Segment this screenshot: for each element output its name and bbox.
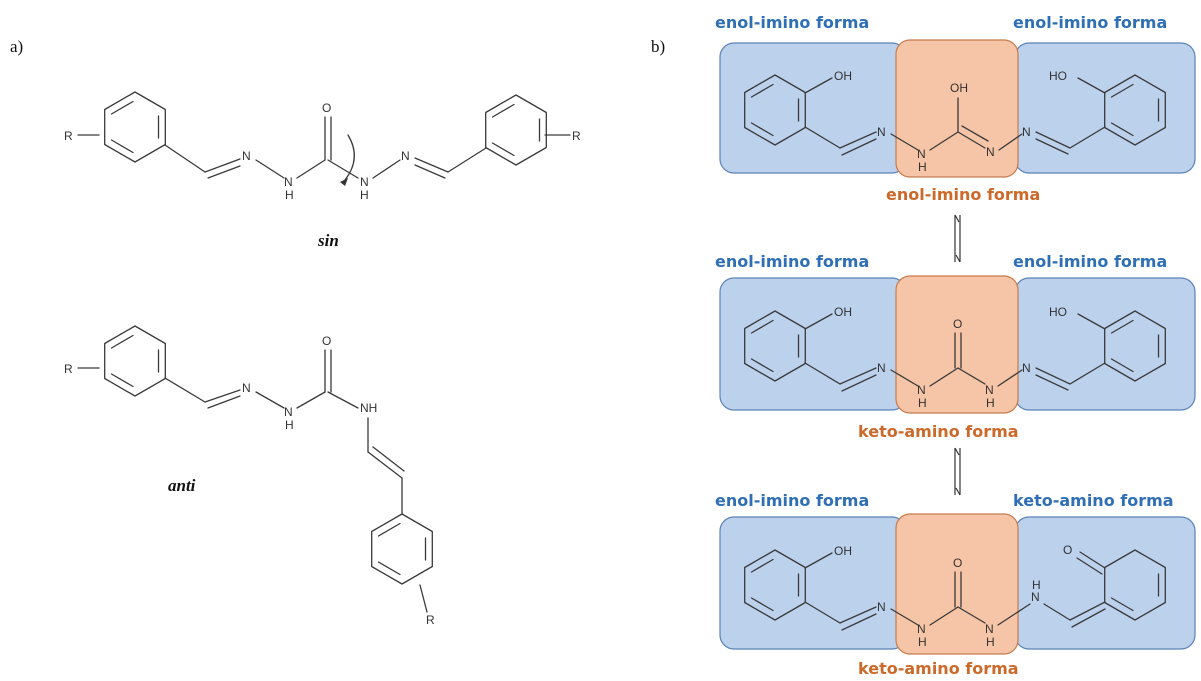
atom-o: O: [1063, 543, 1072, 557]
equilibrium-arrow-1: [954, 214, 961, 263]
atom-n: N: [917, 147, 926, 161]
atom-nh: NH: [360, 401, 377, 415]
atom-h: H: [986, 396, 995, 410]
atom-n: N: [985, 383, 994, 397]
atom-o: O: [953, 317, 962, 331]
atom-o: O: [322, 101, 331, 115]
atom-h: H: [918, 160, 927, 174]
row-2-left-box: [719, 277, 907, 411]
atom-o: O: [953, 556, 962, 570]
row-1-center-label: enol-imino forma: [886, 185, 1040, 204]
equilibrium-arrow-2: [954, 447, 961, 496]
atom-h: H: [360, 188, 369, 202]
atom-n: N: [401, 149, 410, 163]
atom-oh: OH: [834, 544, 852, 558]
atom-n: N: [877, 600, 886, 614]
row-3-center-label: keto-amino forma: [858, 659, 1019, 678]
atom-oh: OH: [834, 69, 852, 83]
row-3-left-box: [719, 516, 907, 650]
atom-r: R: [426, 613, 435, 627]
atom-h: H: [285, 188, 294, 202]
row-2: enol-imino forma enol-imino forma OH N N…: [715, 252, 1196, 441]
panel-b-label: b): [651, 37, 665, 56]
sin-label: sin: [317, 231, 339, 250]
row-3: enol-imino forma keto-amino forma OH N N…: [715, 491, 1196, 678]
row-2-center-label: keto-amino forma: [858, 422, 1019, 441]
sin-structure: R N N H O N H N R: [64, 91, 581, 202]
row-1-center-box: [895, 39, 1019, 178]
atom-n: N: [917, 622, 926, 636]
atom-n: N: [1031, 590, 1040, 604]
atom-ho: HO: [1049, 69, 1067, 83]
anti-label: anti: [168, 476, 196, 495]
atom-r: R: [572, 129, 581, 143]
atom-h: H: [1032, 578, 1041, 592]
atom-n: N: [877, 361, 886, 375]
atom-oh: OH: [950, 81, 968, 95]
row-3-left-label: enol-imino forma: [715, 491, 869, 510]
atom-oh: OH: [834, 305, 852, 319]
atom-h: H: [918, 396, 927, 410]
atom-h: H: [918, 635, 927, 649]
row-1: enol-imino forma enol-imino forma OH N N…: [715, 13, 1196, 204]
atom-n: N: [986, 145, 995, 159]
atom-n: N: [917, 383, 926, 397]
atom-n: N: [242, 381, 251, 395]
atom-n: N: [1022, 125, 1031, 139]
atom-n: N: [284, 405, 293, 419]
atom-n: N: [284, 175, 293, 189]
atom-r: R: [64, 129, 73, 143]
atom-n: N: [360, 175, 369, 189]
row-3-right-label: keto-amino forma: [1013, 491, 1174, 510]
atom-r: R: [64, 362, 73, 376]
atom-n: N: [242, 149, 251, 163]
row-2-left-label: enol-imino forma: [715, 252, 869, 271]
panel-a-label: a): [10, 37, 23, 56]
row-1-left-label: enol-imino forma: [715, 13, 869, 32]
row-2-right-label: enol-imino forma: [1013, 252, 1167, 271]
atom-ho: HO: [1049, 305, 1067, 319]
anti-structure: R N N H O NH R: [64, 325, 435, 627]
atom-n: N: [877, 125, 886, 139]
atom-n: N: [985, 622, 994, 636]
atom-h: H: [986, 635, 995, 649]
row-3-center-box: [895, 513, 1019, 655]
row-1-right-label: enol-imino forma: [1013, 13, 1167, 32]
row-1-left-box: [719, 42, 907, 174]
row-2-center-box: [895, 275, 1019, 414]
atom-n: N: [1022, 361, 1031, 375]
atom-o: O: [322, 334, 331, 348]
atom-h: H: [285, 418, 294, 432]
